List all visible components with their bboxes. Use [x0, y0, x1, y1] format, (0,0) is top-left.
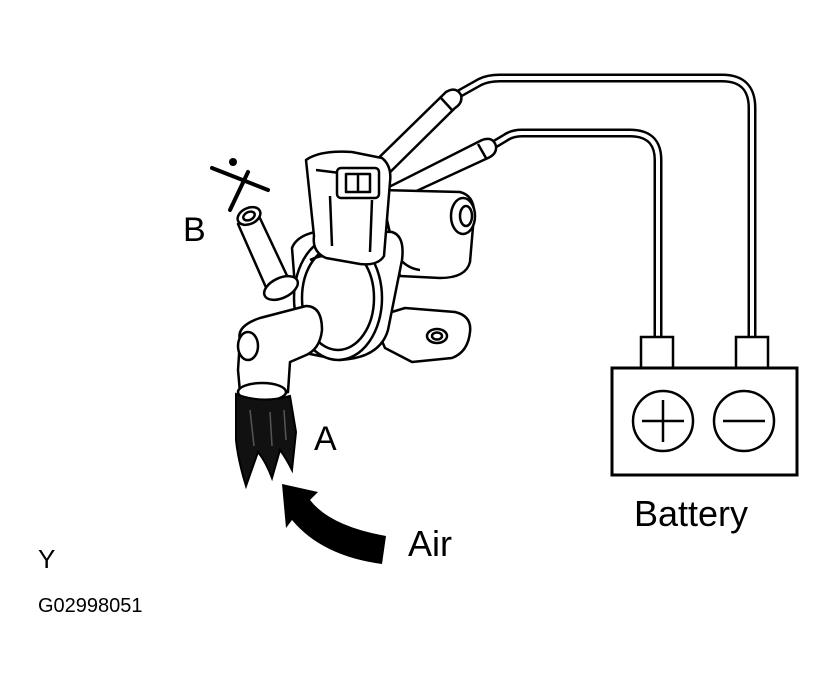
mounting-bracket [370, 306, 472, 364]
air-flow-arrow [282, 484, 386, 564]
label-view-mark: Y [38, 544, 55, 574]
wire-lead-outer [450, 73, 757, 343]
battery-terminal-positive [639, 335, 675, 371]
label-air: Air [408, 523, 452, 564]
label-figure-code: G02998051 [38, 595, 143, 617]
probe-inner [373, 137, 498, 208]
label-battery: Battery [634, 493, 748, 534]
valve-assembly [236, 150, 477, 403]
label-port-a: A [314, 420, 337, 458]
wire-lead-inner [485, 128, 663, 343]
port-a-hose [235, 392, 298, 490]
blocked-port-mark [210, 158, 270, 212]
battery-terminal-negative [734, 335, 770, 371]
label-port-b: B [183, 211, 206, 249]
battery [610, 335, 799, 477]
